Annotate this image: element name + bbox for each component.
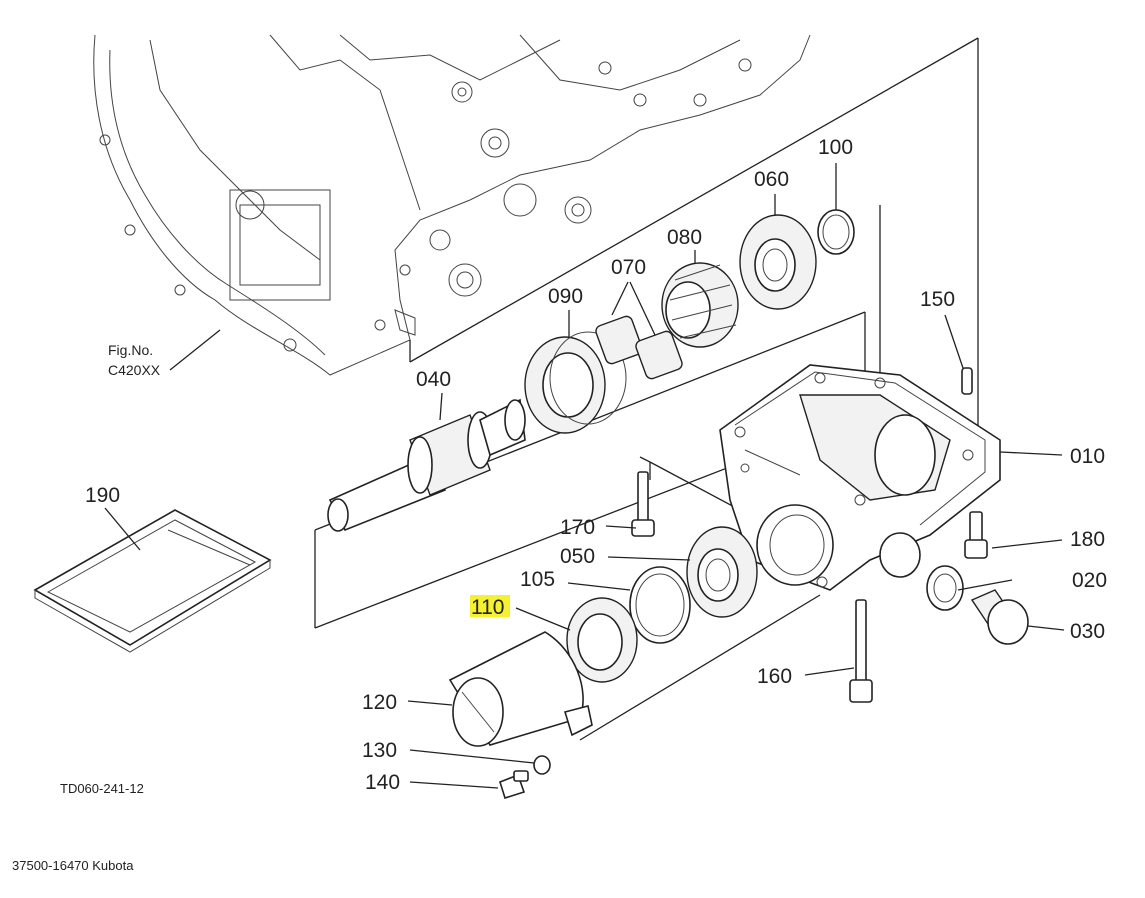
label-105: 105 <box>520 568 555 591</box>
part-070-needle-cages <box>595 315 683 380</box>
part-110-seal <box>566 597 638 683</box>
label-020: 020 <box>1072 569 1107 592</box>
part-190-manual <box>33 509 272 653</box>
part-105-snap-ring <box>629 566 691 644</box>
part-050-ball-bearing <box>686 526 758 618</box>
part-180-bolt <box>964 511 988 559</box>
label-130: 130 <box>362 739 397 762</box>
label-180: 180 <box>1070 528 1105 551</box>
label-050: 050 <box>560 545 595 568</box>
drawing-code: TD060-241-12 <box>60 781 144 796</box>
part-030-plug <box>970 589 1029 645</box>
label-120: 120 <box>362 691 397 714</box>
label-080: 080 <box>667 226 702 249</box>
part-060-ball-bearing <box>739 214 817 310</box>
part-040-shaft <box>327 398 526 532</box>
transmission-case-drawing <box>93 34 811 376</box>
label-190: 190 <box>85 484 120 507</box>
fig-ref-line2: C420XX <box>108 362 161 378</box>
part-120-cover <box>448 631 593 747</box>
label-110-highlight <box>470 595 510 617</box>
label-150: 150 <box>920 288 955 311</box>
label-090: 090 <box>548 285 583 308</box>
part-090-bearing <box>524 331 627 434</box>
part-150-pin <box>961 367 973 395</box>
label-060: 060 <box>754 168 789 191</box>
label-070: 070 <box>611 256 646 279</box>
label-170: 170 <box>560 516 595 539</box>
footer-part-number: 37500-16470 Kubota <box>12 858 134 873</box>
fig-ref-line1: Fig.No. <box>108 342 153 358</box>
label-160: 160 <box>757 665 792 688</box>
label-010: 010 <box>1070 445 1105 468</box>
fig-ref-leader <box>169 329 221 371</box>
part-080-gear <box>661 262 739 348</box>
part-020-washer <box>926 565 964 611</box>
label-030: 030 <box>1070 620 1105 643</box>
label-100: 100 <box>818 136 853 159</box>
part-100-snap-ring <box>817 209 855 255</box>
label-110: 110 <box>471 596 504 619</box>
part-140-screw <box>499 770 529 800</box>
part-130-washer <box>533 755 551 775</box>
part-170-bolt <box>631 471 655 537</box>
callout-labels: 010 020 030 040 050 060 070 080 090 100 … <box>85 136 1107 794</box>
part-160-bolt <box>849 599 873 703</box>
leader-lines <box>104 163 1065 789</box>
part-010-housing <box>719 364 1001 591</box>
label-040: 040 <box>416 368 451 391</box>
label-140: 140 <box>365 771 400 794</box>
